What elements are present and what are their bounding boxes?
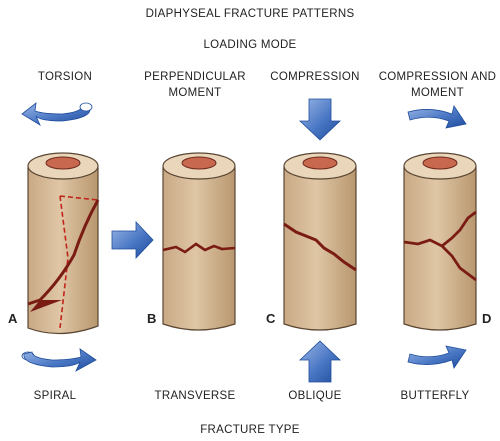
bone-a-spiral-crack (27, 199, 100, 306)
bone-d (403, 152, 477, 331)
bone-c-shaft (283, 167, 357, 331)
bone-c (283, 152, 357, 331)
diagram-title: DIAPHYSEAL FRACTURE PATTERNS (145, 8, 355, 20)
compression-arrow-up (298, 340, 342, 383)
torsion-arrow-top (21, 102, 93, 127)
fracture-type-heading: FRACTURE TYPE (200, 424, 300, 436)
fracture-label-oblique: OBLIQUE (288, 390, 342, 402)
bone-a (27, 152, 100, 335)
panel-letter-d: D (482, 311, 492, 326)
bone-b (162, 152, 236, 331)
loading-label-perpendicular-line1: PERPENDICULAR (144, 71, 246, 83)
loading-mode-heading: LOADING MODE (203, 39, 297, 51)
bone-c-oblique-crack (283, 222, 357, 272)
bone-c-marrow (302, 156, 338, 170)
bone-d-marrow (422, 156, 458, 170)
loading-label-compression-moment-line1: COMPRESSION AND (378, 71, 497, 83)
moment-arrow-right (111, 220, 154, 260)
moment-arrow-bottom (407, 345, 467, 369)
bone-b-transverse-crack (162, 242, 236, 254)
panel-letter-b: B (147, 311, 157, 326)
loading-label-torsion: TORSION (37, 71, 93, 83)
panel-letter-c: C (266, 311, 276, 326)
fracture-label-butterfly: BUTTERFLY (400, 390, 470, 402)
torsion-arrow-bottom (21, 348, 97, 372)
bone-d-butterfly-crack (403, 210, 477, 282)
bone-b-shaft (162, 167, 236, 331)
loading-label-perpendicular-line2: MOMENT (168, 87, 222, 99)
fracture-label-transverse: TRANSVERSE (154, 390, 236, 402)
bone-a-spiral-dashed (59, 195, 99, 329)
fracture-label-spiral: SPIRAL (33, 390, 77, 402)
loading-label-compression-moment-line2: MOMENT (411, 87, 464, 99)
bone-a-marrow (45, 156, 81, 170)
bone-b-marrow (181, 156, 217, 170)
bone-d-shaft (403, 167, 477, 331)
compression-arrow-down (298, 98, 342, 141)
moment-arrow-top (407, 105, 467, 129)
panel-letter-a: A (8, 311, 18, 326)
loading-label-compression: COMPRESSION (270, 71, 360, 83)
